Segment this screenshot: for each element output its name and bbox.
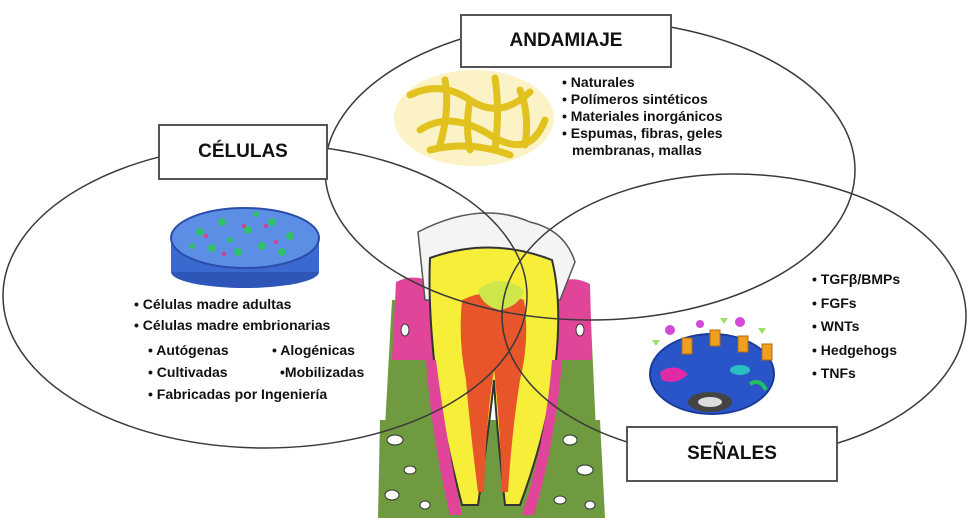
list-item: Materiales inorgánicos bbox=[562, 108, 723, 125]
list-item: Hedgehogs bbox=[812, 339, 900, 363]
list-item: Polímeros sintéticos bbox=[562, 91, 723, 108]
list-item: Células madre adultas bbox=[134, 294, 330, 315]
andamiaje-label-box: ANDAMIAJE bbox=[460, 14, 672, 68]
celulas-sublist: Autógenas Alogénicas Cultivadas •Mobiliz… bbox=[148, 338, 388, 408]
senales-title: SEÑALES bbox=[687, 443, 777, 465]
list-item: TGFβ/BMPs bbox=[812, 268, 900, 292]
list-item: FGFs bbox=[812, 292, 900, 316]
list-item: Alogénicas bbox=[272, 342, 355, 358]
celulas-list: Células madre adultas Células madre embr… bbox=[134, 294, 330, 336]
list-item: membranas, mallas bbox=[562, 142, 723, 159]
andamiaje-title: ANDAMIAJE bbox=[510, 30, 623, 52]
list-item: WNTs bbox=[812, 315, 900, 339]
list-item: Cultivadas bbox=[148, 364, 228, 380]
list-item: Naturales bbox=[562, 74, 723, 91]
list-item: TNFs bbox=[812, 362, 900, 386]
list-item: Fabricadas por Ingeniería bbox=[148, 386, 327, 402]
list-item: Autógenas bbox=[148, 342, 229, 358]
list-item: Espumas, fibras, geles bbox=[562, 125, 723, 142]
celulas-title: CÉLULAS bbox=[198, 141, 288, 163]
list-item: Células madre embrionarias bbox=[134, 315, 330, 336]
list-item: •Mobilizadas bbox=[280, 364, 364, 380]
senales-list: TGFβ/BMPs FGFs WNTs Hedgehogs TNFs bbox=[812, 268, 900, 386]
celulas-label-box: CÉLULAS bbox=[158, 124, 328, 180]
senales-label-box: SEÑALES bbox=[626, 426, 838, 482]
andamiaje-list: Naturales Polímeros sintéticos Materiale… bbox=[562, 74, 723, 159]
